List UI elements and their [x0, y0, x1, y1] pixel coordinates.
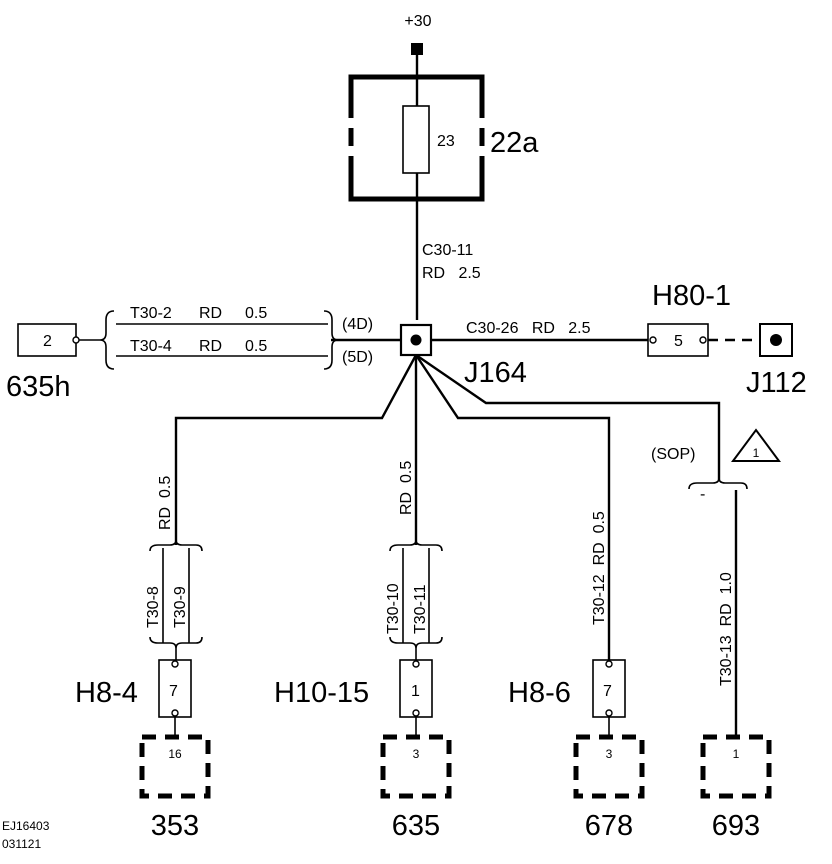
drop-693-option: (SOP): [651, 446, 695, 463]
connector-h8-4: [158, 659, 192, 718]
component-353-pin: 16: [168, 747, 182, 761]
drop-693: (SOP) 1 - T30-13 RD 1.0 1 693: [651, 428, 781, 842]
connector-h8-6: [592, 659, 626, 718]
connector-h8-4-id: H8-4: [75, 677, 138, 709]
component-693-box: [700, 734, 772, 799]
wire-t30-2-size: 0.5: [245, 305, 267, 322]
wire-to-h8-6: [415, 354, 611, 660]
connector-h80-1-terminal-right: [699, 336, 707, 344]
connector-h80-1-pin: 5: [674, 333, 683, 350]
drop-693-option-mark: -: [700, 486, 705, 503]
connector-h10-15: [399, 659, 433, 718]
ground-j112-dot: [770, 334, 782, 346]
drop-353-circuit-a: T30-8: [145, 586, 162, 628]
drop-635: RD 0.5 T30-10 T30-11 1 H10-15 3 635: [274, 461, 452, 842]
connector-h80-1: [647, 323, 709, 357]
drop-678-wire-spec: T30-12 RD 0.5: [591, 511, 608, 625]
drop-353-bracket-top: [149, 539, 203, 552]
connector-h8-4-terminal-top: [171, 660, 179, 668]
component-635-id: 635: [392, 810, 440, 842]
component-693-pin: 1: [733, 747, 740, 761]
connector-635h-terminal: [72, 336, 80, 344]
footer-date-code: 031121: [2, 837, 41, 851]
drop-635-circuit-a: T30-10: [385, 583, 402, 634]
connector-635h-id: 635h: [6, 371, 71, 403]
connector-h8-6-pin: 7: [603, 683, 612, 700]
main-wire-spec: RD 2.5: [422, 265, 481, 282]
connector-h8-6-terminal-top: [605, 660, 613, 668]
left-bracket-close: [323, 310, 339, 370]
connector-h80-1-id: H80-1: [652, 280, 731, 312]
supply-square: [411, 43, 423, 55]
component-678-id: 678: [585, 810, 633, 842]
fuse-box-outline-bottom: [348, 156, 485, 202]
supply-label: +30: [404, 13, 431, 30]
component-353-id: 353: [151, 810, 199, 842]
wire-t30-2-ref: (4D): [342, 316, 373, 333]
wire-t30-4-color: RD: [199, 338, 222, 355]
supply-terminal: +30: [404, 13, 432, 55]
drop-678: T30-12 RD 0.5 7 H8-6 3 678: [508, 511, 645, 842]
drop-693-wire-spec: T30-13 RD 1.0: [718, 572, 735, 686]
drop-693-option-bracket: [688, 477, 748, 490]
connector-635h: [17, 323, 77, 357]
connector-h8-4-terminal-bottom: [171, 709, 179, 717]
splice-dot: [410, 334, 422, 346]
fuse-box-outline-top: [348, 74, 485, 118]
drop-353-bracket-bottom: [149, 636, 203, 649]
component-678-pin: 3: [606, 747, 613, 761]
drop-693-note-number: 1: [753, 446, 760, 460]
wire-t30-4-size: 0.5: [245, 338, 267, 355]
component-353-box: [139, 734, 211, 799]
fan-out-wires: [174, 354, 721, 660]
connector-h10-15-id: H10-15: [274, 677, 369, 709]
drop-635-bracket-bottom: [389, 636, 443, 649]
wire-t30-4-ref: (5D): [342, 349, 373, 366]
left-bracket-open: [99, 310, 115, 370]
component-693-id: 693: [712, 810, 760, 842]
connector-h8-4-pin: 7: [169, 683, 178, 700]
fuse-number: 23: [437, 133, 455, 150]
connector-635h-pin: 2: [43, 333, 52, 350]
drop-635-wire-spec: RD 0.5: [398, 461, 415, 515]
splice-id: J164: [464, 357, 527, 389]
drop-635-circuit-b: T30-11: [412, 584, 429, 634]
fuse-element: [402, 105, 430, 174]
wire-to-693: [415, 354, 721, 480]
connector-h10-15-pin: 1: [411, 683, 420, 700]
right-branch: C30-26 RD 2.5 5 H80-1 J112: [431, 280, 807, 399]
connector-h10-15-terminal-bottom: [412, 709, 420, 717]
component-678-box: [573, 734, 645, 799]
connector-h8-6-terminal-bottom: [605, 709, 613, 717]
ground-j112-id: J112: [746, 367, 807, 399]
wire-t30-2-color: RD: [199, 305, 222, 322]
connector-h8-6-id: H8-6: [508, 677, 571, 709]
fuse-box-22a: 23 22a: [348, 55, 539, 320]
footer-doc-id: EJ16403: [2, 819, 50, 833]
warning-triangle-icon: [731, 428, 781, 462]
left-branch: T30-2 RD 0.5 T30-4 RD 0.5 (4D) (5D) 2 63…: [6, 305, 401, 403]
drop-635-bracket-top: [389, 539, 443, 552]
wire-to-h8-4: [174, 354, 418, 545]
main-wire-circuit: C30-11: [422, 242, 473, 259]
component-635-box: [380, 734, 452, 799]
wire-t30-4-circuit: T30-4: [130, 338, 172, 355]
drop-353-circuit-b: T30-9: [172, 586, 189, 628]
connector-h10-15-terminal-top: [412, 660, 420, 668]
wire-c30-26-label: C30-26 RD 2.5: [466, 320, 591, 337]
component-635-pin: 3: [413, 747, 420, 761]
connector-h80-1-terminal-left: [649, 336, 657, 344]
wire-t30-2-circuit: T30-2: [130, 305, 172, 322]
drop-353-wire-spec: RD 0.5: [157, 476, 174, 530]
fuse-box-id: 22a: [490, 127, 539, 159]
drop-353: RD 0.5 T30-8 T30-9 7 H8-4 16 353: [75, 476, 211, 842]
